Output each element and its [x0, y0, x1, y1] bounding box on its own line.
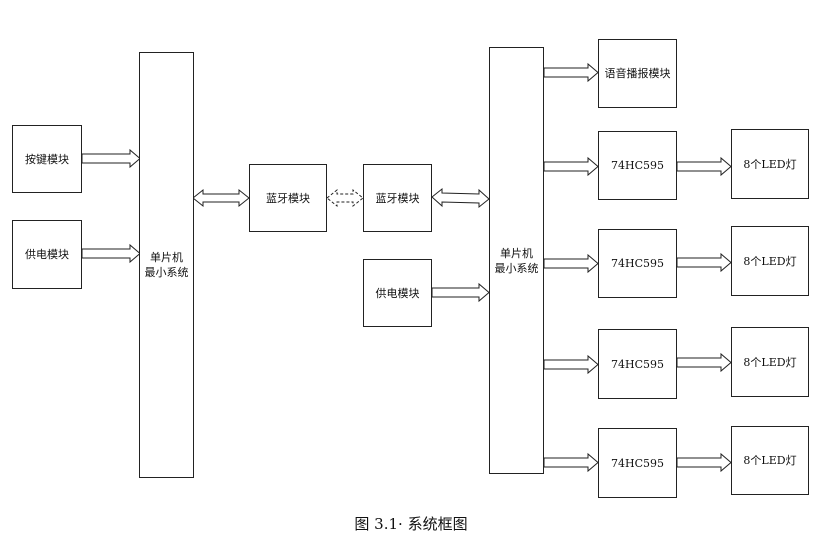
bluetooth-right-label: 蓝牙模块 — [375, 191, 420, 205]
power-module-left-block: 供电模块 — [12, 220, 82, 289]
shift-register-block: 74HC595 — [598, 131, 677, 200]
power-module-right-label: 供电模块 — [375, 286, 420, 300]
bluetooth-right-block: 蓝牙模块 — [363, 164, 432, 232]
voice-module-block: 语音播报模块 — [598, 39, 677, 108]
key-module-label: 按键模块 — [25, 152, 69, 166]
mcu-right-block: 单片机 最小系统 — [489, 47, 544, 474]
arrow-mcu-to-595-1 — [543, 156, 599, 177]
shift-register-label: 74HC595 — [610, 257, 664, 270]
arrow-key-to-mcu — [81, 148, 141, 169]
arrow-power-to-mcu — [81, 243, 141, 264]
bluetooth-left-block: 蓝牙模块 — [249, 164, 327, 232]
arrow-mcu-to-595-4 — [543, 452, 599, 473]
led-group-label: 8个LED灯 — [743, 454, 797, 467]
arrow-bt-mcu-right — [431, 187, 490, 209]
led-group-block: 8个LED灯 — [731, 426, 809, 495]
shift-register-label: 74HC595 — [610, 357, 664, 371]
led-group-label: 8个LED灯 — [743, 355, 797, 369]
mcu-right-label-1: 单片机 — [500, 246, 533, 260]
shift-register-label: 74HC595 — [610, 159, 664, 172]
shift-register-block: 74HC595 — [598, 428, 677, 498]
mcu-left-label-2: 最小系统 — [144, 266, 189, 279]
shift-register-block: 74HC595 — [598, 229, 677, 298]
shift-register-block: 74HC595 — [598, 329, 677, 399]
mcu-left-label-1: 单片机 — [150, 251, 183, 264]
led-group-block: 8个LED灯 — [731, 129, 809, 199]
voice-module-label: 语音播报模块 — [604, 67, 671, 80]
power-module-right-block: 供电模块 — [363, 259, 432, 327]
arrow-mcu-to-voice — [543, 62, 599, 83]
led-group-label: 8个LED灯 — [743, 254, 797, 268]
arrow-595-to-led-4 — [676, 452, 732, 473]
arrow-power-to-mcu-right — [431, 282, 490, 303]
arrow-mcu-to-595-2 — [543, 253, 599, 274]
arrow-595-to-led-3 — [676, 352, 732, 373]
arrow-bt-wireless — [326, 188, 364, 208]
arrow-595-to-led-1 — [676, 156, 732, 177]
mcu-left-block: 单片机 最小系统 — [139, 52, 194, 478]
bluetooth-left-label: 蓝牙模块 — [266, 191, 310, 205]
shift-register-label: 74HC595 — [610, 456, 664, 470]
power-module-left-label: 供电模块 — [25, 248, 69, 261]
key-module-block: 按键模块 — [12, 125, 82, 193]
led-group-block: 8个LED灯 — [731, 226, 809, 296]
arrow-mcu-bt-left — [192, 188, 250, 208]
arrow-mcu-to-595-3 — [543, 354, 599, 375]
figure-caption: 图 3.1· 系统框图 — [354, 515, 468, 533]
led-group-label: 8个LED灯 — [743, 157, 797, 171]
led-group-block: 8个LED灯 — [731, 327, 809, 397]
mcu-right-label-2: 最小系统 — [494, 261, 539, 275]
arrow-595-to-led-2 — [676, 252, 732, 273]
